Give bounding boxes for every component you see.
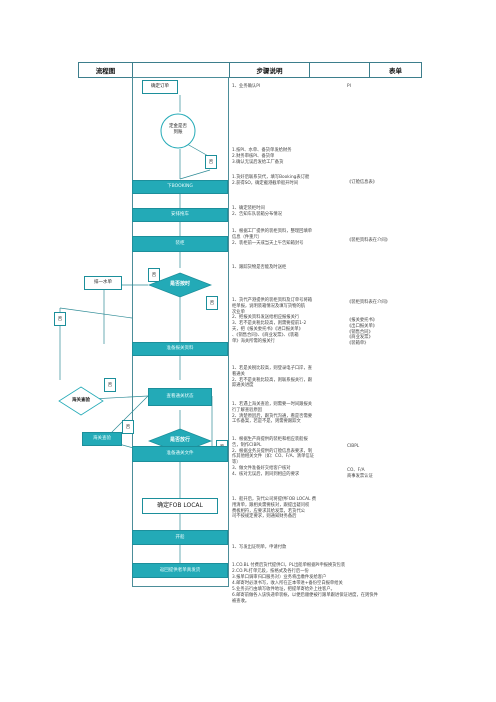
step-11: 1、船开后，货代公司将提供FOB LOCAL 费 用清单，跟相关需要核对，跟提出…: [232, 497, 317, 520]
step-12: 1、写发出证明单，申请付款: [232, 545, 287, 550]
shipping-node: 开船: [132, 530, 228, 545]
prepare-docs-node: 准备报关资料: [132, 342, 228, 356]
deposit-decision-diamond: 定金是否 到账: [160, 113, 196, 149]
deposit-diamond-shape: [160, 113, 196, 149]
wait-node: 排一水单: [84, 276, 122, 290]
header-spacer-mid: [310, 63, 370, 77]
step-5: 1、根据工厂提供的装柜资料，整理回填单 信息（件重尺） 2、装柜前一天或当天上午…: [232, 229, 313, 246]
no-label-1: 否: [205, 155, 217, 169]
is-released-left-label: 海关查验: [72, 398, 90, 403]
no-label-2: 否: [206, 296, 218, 310]
on-time-diamond-shape: [147, 272, 213, 298]
step-2: 1.按PI、水单、备货单发给财务 2.财务审核PI、备货单 3.确认无误后发给工…: [232, 148, 292, 165]
form-1: PI: [347, 84, 351, 89]
yes-label-1: 否: [148, 268, 160, 282]
step-13-line-2: 2.CO.PL打单元段，按格式及各行后一份: [232, 569, 309, 575]
step-8: 1、若是关税比较高，则登录电子口岸，查 看通关 2、若不是关税比较高，则联系报关…: [232, 366, 313, 389]
header-flowchart: 流程图: [79, 63, 133, 77]
form-3: 《装柜资料表在介间》: [347, 238, 390, 243]
step-6: 1、跟踪货物是否能及时送柜: [232, 265, 287, 270]
form-5: 《报关委托书》 《出口报关单》 《销售合同》 《商业发票》 《装箱单》: [347, 318, 378, 347]
header-forms: 表单: [389, 67, 402, 75]
step-13-line-3: 3.报单口调审归口服务对）业务将出缴件发给客户: [232, 575, 327, 581]
header-steps: 步骤说明: [230, 63, 310, 77]
left-no-label: 否: [54, 312, 66, 326]
step-3: 1.货好后联系货代，填写Booking表订舱 2.获得SO，确定截港截单船开时间: [232, 175, 310, 186]
step-13-line-4: 4.邮寄时必须书写，收入所在正本带进+备份空白报单给关: [232, 581, 343, 587]
confirm-order-node: 确定订单: [142, 80, 178, 94]
step-4: 1、确定装柜时间 2、告知车队装箱分布情况: [232, 206, 282, 217]
after-sales-node: 返回提供者单真发货: [132, 563, 228, 578]
form-4: 《装柜资料表在介间》: [347, 300, 390, 305]
on-time-decision-diamond: 是否按时: [147, 272, 213, 298]
booking-node: 下BOOKING: [132, 180, 228, 194]
step-10: 1、根据生产商提供的装柜和相应装船报 告，制作CIBPL 2、根据业务员提供的订…: [232, 437, 314, 477]
arrange-truck-node: 安排拖车: [132, 208, 228, 222]
step-13-line-5: 5.业务员行由填写收件地址，把提单寄给外上往客户。: [232, 587, 335, 593]
is-released-decision-diamond: 海关查验: [58, 386, 104, 416]
form-2: 《订舱信息表》: [347, 180, 378, 185]
header-spacer-left: [133, 63, 230, 77]
step-13-line-1: 1.CO.BL 付费后货代提供CI，PL出船单根据PI申报换货包装: [232, 563, 346, 568]
loading-node: 装柜: [132, 236, 228, 252]
step-9: 1、若遇上海关查验，则需要一时间跟报关 行了解查验原因 2、清楚原因后，跟货代沟…: [232, 402, 313, 425]
deposit-decision-label: 定金是否 到账: [169, 124, 187, 135]
check-customs-node: 查看通关状态: [148, 388, 212, 406]
step-13-list: 1.CO.BL 付费后货代提供CI，PL出船单根据PI申报换货包装 2.CO.P…: [232, 563, 378, 605]
yes-label-3: 否: [122, 420, 134, 434]
on-time-label: 是否按时: [169, 281, 190, 287]
cleared-node: 准备通关文件: [132, 446, 228, 462]
step-1: 1、业务确认PI: [232, 84, 261, 89]
step-13-line-6: 6.邮寄前做各入该快递单装帐，以便后顺便被行跟单跟进保证进度，在则快件: [232, 593, 378, 599]
table-header: 流程图 步骤说明 表单: [78, 62, 422, 78]
is-released-diamond-shape: [58, 386, 104, 416]
confirm-fob-node: 确定FOB LOCAL: [142, 498, 218, 514]
step-13-line-7: 被查收。: [232, 599, 250, 605]
is-released-center-label: 是否放行: [169, 437, 190, 443]
form-6: CIBPL: [347, 444, 360, 449]
step-7: 1、货代产港提供的装柜资料及订单号将箱 柜单报，说明装箱情况及填写货物的航 次业…: [232, 298, 313, 344]
form-7: CO、F/A 商事发票认证: [347, 468, 373, 479]
customs-inspection-node: 海关查验: [82, 432, 122, 446]
flowchart-frame: [132, 77, 229, 587]
yes-label-2: 否: [104, 378, 116, 392]
